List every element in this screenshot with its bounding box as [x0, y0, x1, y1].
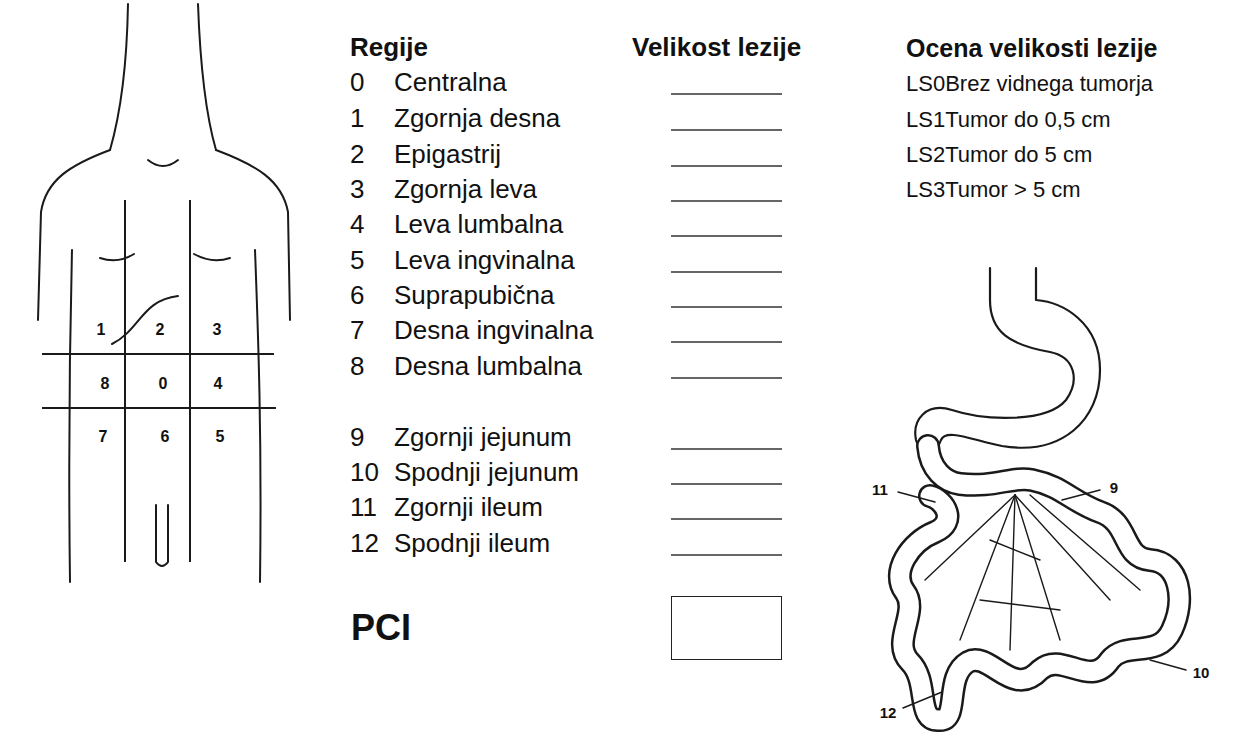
region-number: 9	[350, 422, 364, 453]
score-definition: LS2Tumor do 5 cm	[906, 142, 1092, 168]
region-number: 1	[350, 103, 364, 134]
callout-number: 10	[1193, 664, 1210, 682]
region-number: 3	[350, 174, 364, 205]
region-number: 2	[156, 320, 165, 339]
region-number: 6	[350, 280, 364, 311]
region-number: 1	[97, 320, 106, 339]
region-number: 7	[350, 315, 364, 346]
region-number: 4	[350, 209, 364, 240]
region-name: Desna ingvinalna	[394, 315, 593, 346]
column-header: Ocena velikosti lezije	[906, 33, 1158, 63]
callout-number: 9	[1110, 479, 1118, 497]
region-name: Zgornja desna	[394, 103, 560, 134]
region-number: 0	[159, 374, 168, 393]
callout-number: 11	[872, 481, 888, 499]
column-header: Velikost lezije	[632, 32, 801, 63]
region-number: 12	[350, 528, 379, 559]
region-name: Desna lumbalna	[394, 351, 582, 382]
column-header: Regije	[350, 32, 428, 63]
region-grid	[42, 200, 276, 562]
region-number: 5	[216, 427, 225, 446]
region-name: Leva ingvinalna	[394, 245, 575, 276]
region-number: 0	[350, 67, 364, 98]
region-name: Leva lumbalna	[394, 209, 563, 240]
score-box: PCI	[671, 596, 782, 660]
region-name: Zgornja leva	[394, 174, 537, 205]
score-label: PCI	[351, 606, 411, 649]
region-name: Suprapubična	[394, 280, 554, 311]
callout-number: 12	[880, 704, 897, 722]
region-number: 4	[214, 374, 223, 393]
leader-lines	[898, 490, 1186, 708]
region-number: 7	[99, 427, 108, 446]
body-outline	[38, 4, 290, 582]
region-name: Zgornji ileum	[394, 492, 543, 523]
score-definition: LS0Brez vidnega tumorja	[906, 71, 1153, 97]
region-name: Zgornji jejunum	[394, 422, 572, 453]
region-number: 8	[350, 351, 364, 382]
region-number: 6	[161, 427, 170, 446]
region-number: 8	[101, 374, 110, 393]
score-definition: LS3Tumor > 5 cm	[906, 177, 1081, 203]
region-name: Centralna	[394, 67, 507, 98]
region-number: 3	[213, 320, 222, 339]
intestine-drawing	[898, 268, 1186, 720]
region-number: 10	[350, 457, 379, 488]
score-definition: LS1Tumor do 0,5 cm	[906, 107, 1111, 133]
region-name: Spodnji jejunum	[394, 457, 579, 488]
region-number: 5	[350, 245, 364, 276]
region-name: Epigastrij	[394, 139, 501, 170]
region-number: 11	[350, 492, 377, 523]
region-number: 2	[350, 139, 364, 170]
answer-lines	[671, 94, 782, 555]
region-name: Spodnji ileum	[394, 528, 550, 559]
